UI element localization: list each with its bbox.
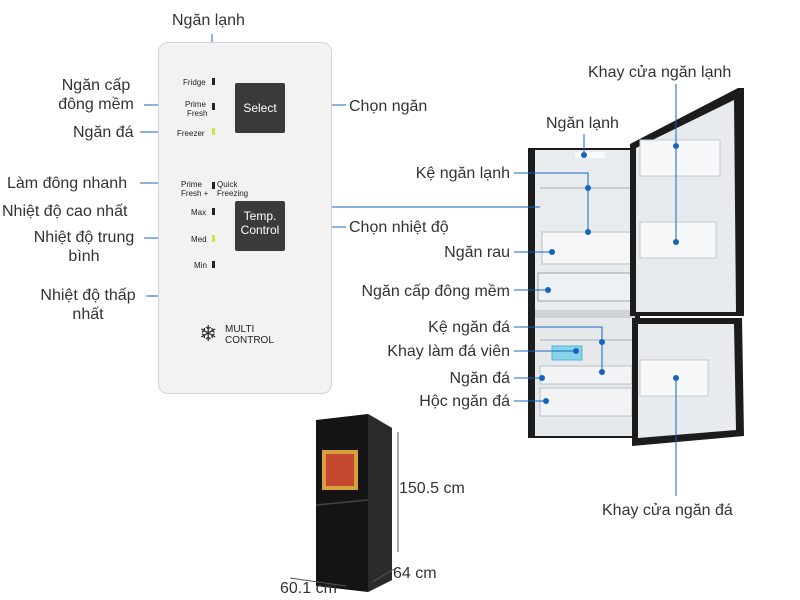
leader-dot-khay-cua-ngan-lanh-2: [673, 239, 679, 245]
panel-prime-fresh-plus-text-2: Fresh +: [181, 189, 209, 198]
panel-min-text: Min: [194, 261, 207, 270]
temp-control-button[interactable]: Temp. Control: [235, 201, 285, 251]
label-nhiet-do-thap-nhat: Nhiệt độ thấp nhất: [30, 286, 146, 324]
quick-freeze-indicator: [212, 182, 215, 189]
dimension-depth: 64 cm: [393, 565, 437, 582]
min-indicator: [212, 261, 215, 268]
dimension-height: 150.5 cm: [399, 480, 465, 497]
fridge-indicator: [212, 78, 215, 85]
label-ke-ngan-lanh: Kệ ngăn lạnh: [415, 165, 510, 182]
label-nhiet-do-trung-binh-line2: bình: [68, 248, 100, 265]
label-chon-ngan: Chọn ngăn: [349, 98, 428, 115]
leader-dot-ngan-cap-dong-mem-right: [545, 287, 551, 293]
label-ngan-cap-dong-mem: Ngăn cấp đông mềm: [50, 76, 142, 114]
label-nhiet-do-thap-nhat-line1: Nhiệt độ thấp: [40, 287, 136, 304]
select-button[interactable]: Select: [235, 83, 285, 133]
label-khay-cua-ngan-lanh: Khay cửa ngăn lạnh: [588, 64, 732, 81]
label-nhiet-do-cao-nhat: Nhiệt độ cao nhất: [2, 203, 128, 220]
leader-dot-hoc-ngan-da: [543, 398, 549, 404]
leader-dot-khay-cua-ngan-da: [673, 375, 679, 381]
temp-control-text-2: Control: [240, 223, 280, 237]
leader-ke-ngan-da: [514, 326, 603, 342]
label-nhiet-do-trung-binh: Nhiệt độ trung bình: [24, 228, 144, 266]
panel-quick-freezing-text-1: Quick: [217, 180, 238, 189]
dimension-width: 60.1 cm: [280, 580, 337, 597]
leader-dot-ke-ngan-lanh-2: [585, 229, 591, 235]
label-hoc-ngan-da: Hộc ngăn đá: [419, 393, 510, 410]
label-ngan-cap-dong-mem-right: Ngăn cấp đông mềm: [361, 283, 510, 300]
label-nhiet-do-thap-nhat-line2: nhất: [72, 306, 104, 323]
label-ngan-da-left: Ngăn đá: [73, 124, 134, 141]
freezer-indicator: [212, 128, 215, 135]
label-ngan-lanh-right: Ngăn lạnh: [546, 115, 619, 132]
leader-ke-ngan-lanh: [514, 172, 589, 188]
panel-prime-fresh-text-1: Prime: [185, 100, 206, 109]
multi-control-text-1: MULTI: [225, 324, 255, 335]
leader-dot-ngan-lanh-right: [581, 152, 587, 158]
label-ke-ngan-da: Kệ ngăn đá: [428, 319, 510, 336]
label-ngan-da-right: Ngăn đá: [449, 370, 511, 387]
panel-max-text: Max: [191, 208, 207, 217]
max-indicator: [212, 208, 215, 215]
leader-dot-ngan-da-right: [539, 375, 545, 381]
snowflake-icon: ❄: [199, 321, 218, 346]
panel-prime-fresh-plus-text-1: Prime: [181, 180, 202, 189]
label-lam-dong-nhanh: Làm đông nhanh: [7, 175, 128, 192]
label-khay-lam-da-vien: Khay làm đá viên: [387, 343, 510, 360]
label-ngan-cap-dong-mem-line2: đông mềm: [58, 96, 134, 113]
label-khay-cua-ngan-da: Khay cửa ngăn đá: [602, 502, 733, 519]
panel-fridge-text: Fridge: [183, 78, 206, 87]
leader-dot-khay-lam-da-vien: [573, 348, 579, 354]
control-panel: Fridge Prime Fresh Freezer Select Prime …: [158, 42, 332, 394]
panel-freezer-text: Freezer: [177, 129, 205, 138]
temp-control-text-1: Temp.: [243, 209, 277, 223]
prime-fresh-indicator: [212, 103, 215, 110]
label-nhiet-do-trung-binh-line1: Nhiệt độ trung: [33, 229, 135, 246]
leader-dot-ngan-rau: [549, 249, 555, 255]
panel-quick-freezing-text-2: Freezing: [217, 189, 249, 198]
label-ngan-cap-dong-mem-line1: Ngăn cấp: [61, 77, 131, 94]
leader-dot-ke-ngan-da-2: [599, 369, 605, 375]
label-ngan-lanh-top: Ngăn lạnh: [172, 12, 245, 29]
panel-med-text: Med: [191, 235, 207, 244]
label-ngan-rau: Ngăn rau: [444, 244, 510, 261]
panel-prime-fresh-text-2: Fresh: [187, 109, 208, 118]
med-indicator: [212, 235, 215, 242]
label-chon-nhiet-do: Chọn nhiệt độ: [349, 219, 449, 236]
multi-control-text-2: CONTROL: [225, 335, 274, 346]
